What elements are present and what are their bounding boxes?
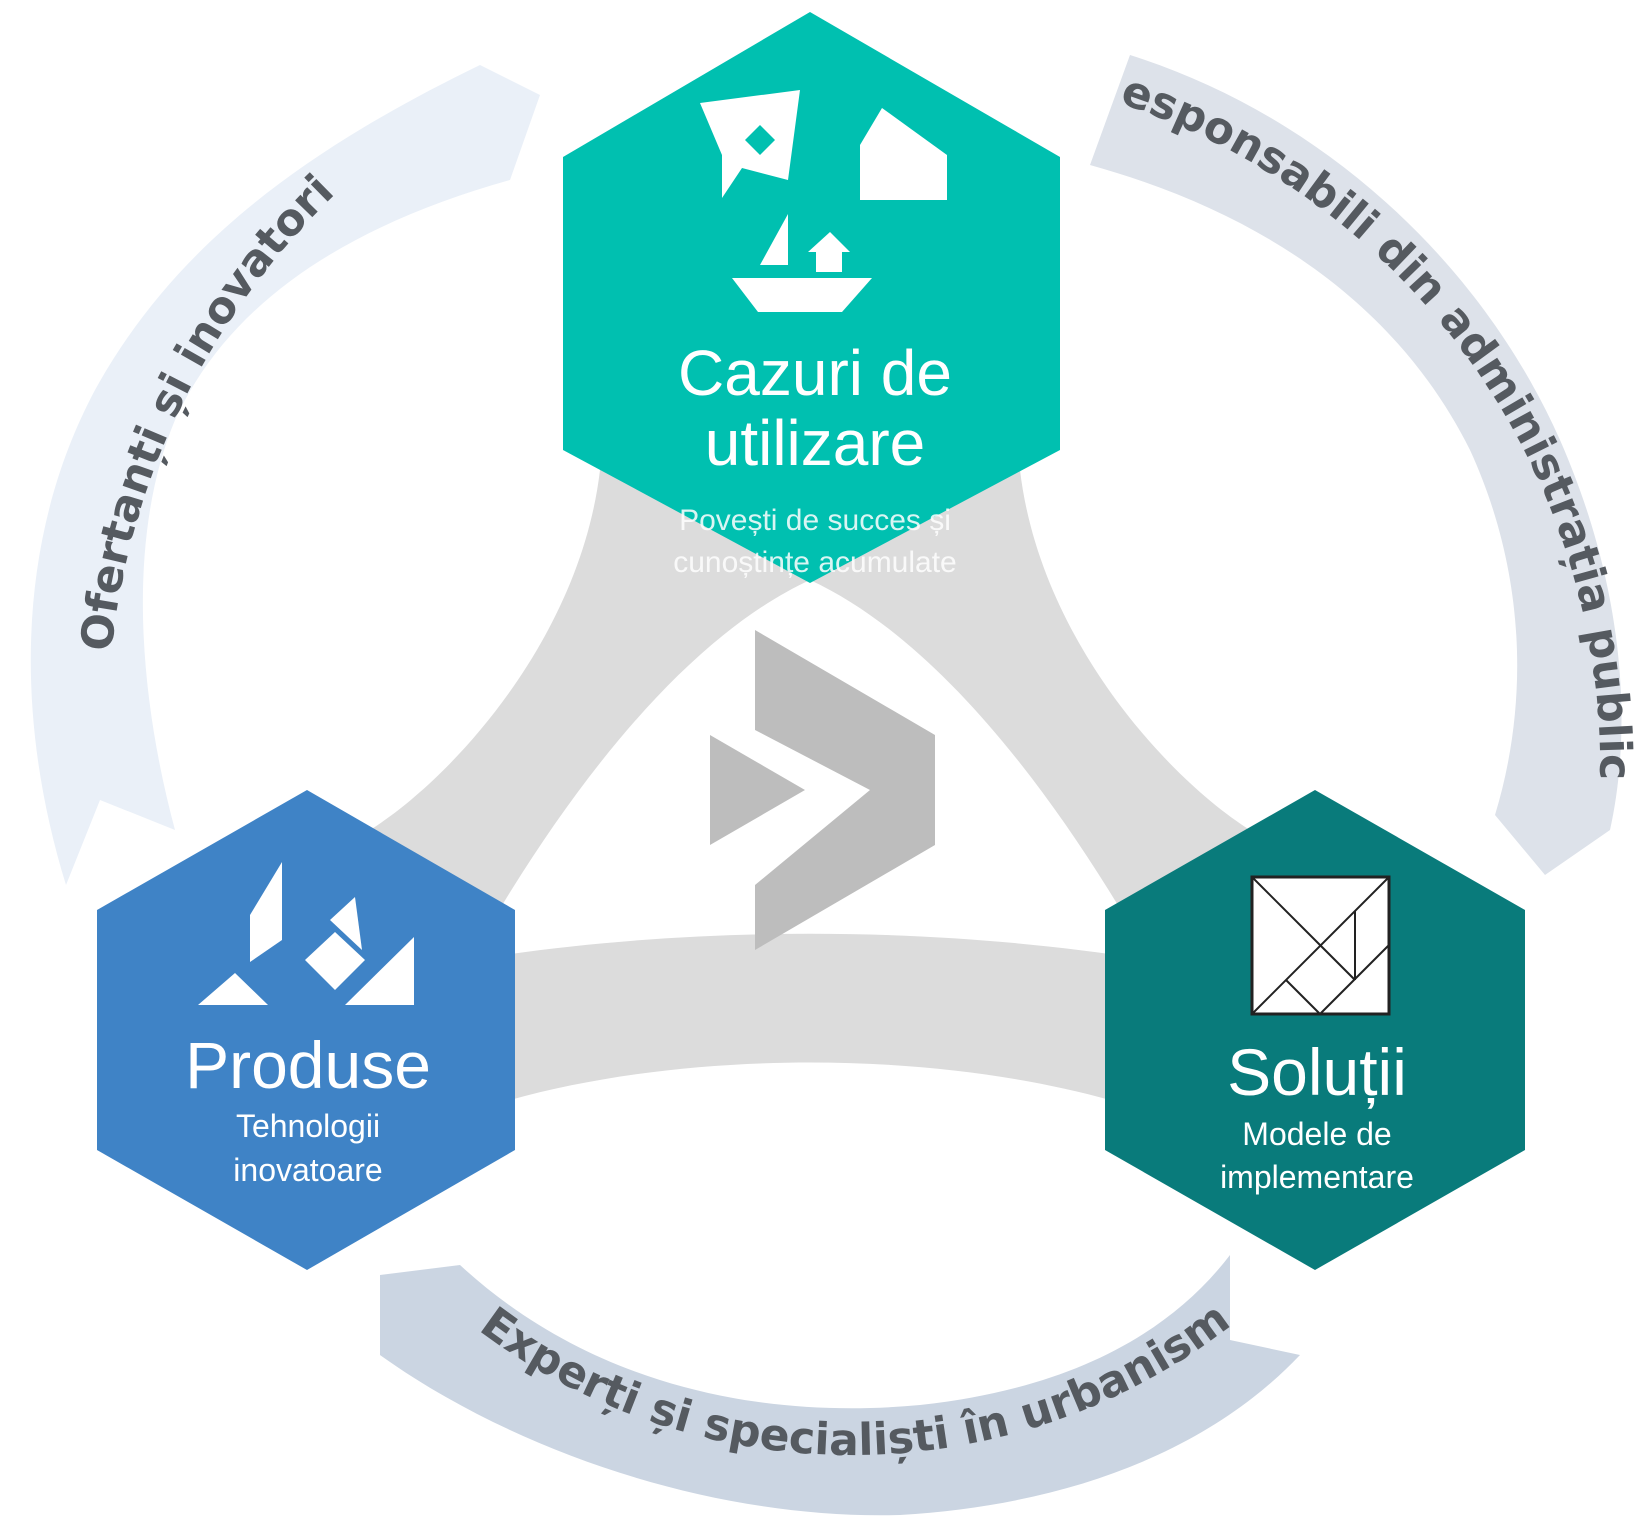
hexagon-use-cases-title-line2: utilizare: [705, 407, 926, 479]
hexagon-use-cases-title-line1: Cazuri de: [678, 337, 952, 409]
hexagon-use-cases-subtitle-line1: Povești de succes și: [679, 504, 951, 537]
arc-arrow-left-shape: [30, 65, 541, 885]
hexagon-solutions-subtitle-line1: Modele de: [1242, 1116, 1391, 1152]
tangram-square-icon: [1250, 875, 1391, 1016]
arc-arrow-bottom: Experți și specialiști în urbanism: [380, 1255, 1300, 1516]
logo-chevron-large: [755, 630, 935, 950]
arc-arrow-bottom-shape: [380, 1255, 1300, 1516]
hexagon-products: Produse Tehnologii inovatoare: [97, 790, 515, 1270]
hexagon-solutions-shape: [1105, 790, 1525, 1270]
hexagon-products-subtitle-line1: Tehnologii: [236, 1108, 380, 1144]
hexagon-use-cases-subtitle-line2: cunoștințe acumulate: [673, 546, 957, 579]
hexagon-solutions-subtitle-line2: implementare: [1220, 1159, 1414, 1195]
arc-arrow-right-shape: [1090, 55, 1622, 875]
hexagon-solutions-title: Soluții: [1227, 1035, 1407, 1109]
hexagon-products-shape: [97, 790, 515, 1270]
hexagon-solutions: Soluții Modele de implementare: [1105, 790, 1525, 1270]
tangram-city-icon: [198, 862, 414, 1005]
tangram-figures-icon: [700, 90, 947, 312]
hexagon-products-subtitle-line2: inovatoare: [233, 1152, 382, 1188]
hexagon-use-cases: Cazuri de utilizare Povești de succes și…: [563, 12, 1060, 583]
hexagon-products-title: Produse: [185, 1028, 431, 1102]
center-connector: [370, 470, 1250, 1100]
logo-triangle-small: [710, 735, 805, 845]
forward-chevron-logo-icon: [710, 630, 935, 950]
